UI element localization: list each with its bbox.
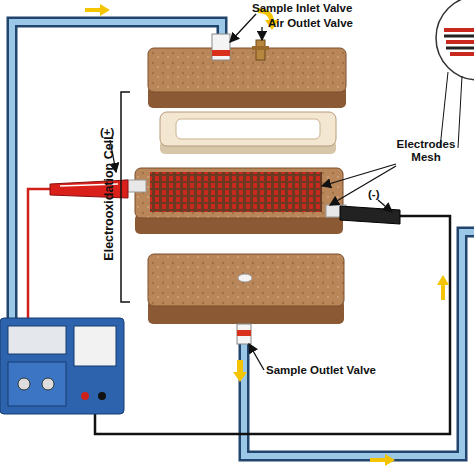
- part-label: Electrodes Mesh: [392, 138, 460, 164]
- assembly-label: Electrooxidation Cell: [103, 134, 116, 264]
- power-panel: [8, 362, 66, 406]
- polarity-label: (-): [368, 188, 392, 201]
- power-supply: [0, 318, 124, 414]
- leader-line: [458, 76, 462, 148]
- valve-label: Sample Outlet Valve: [266, 364, 406, 377]
- valve-label: Sample Inlet Valve: [252, 2, 382, 15]
- leader-line: [378, 200, 392, 212]
- power-knob: [42, 378, 54, 390]
- flow-arrow: [233, 360, 247, 382]
- flow-arrow: [85, 4, 110, 16]
- valve-label: Air Outlet Valve: [268, 17, 378, 30]
- outlet-valve: [237, 324, 251, 344]
- leader-line: [249, 344, 264, 370]
- negative-wire: [95, 216, 450, 434]
- leader-line: [440, 72, 448, 148]
- power-logo-panel: [74, 326, 116, 366]
- outlet-valve-band: [237, 330, 251, 336]
- leader-line: [330, 166, 396, 205]
- outlet-hole: [238, 274, 252, 282]
- zoom-mesh: [444, 30, 474, 54]
- leader-line: [230, 14, 256, 42]
- top-plate: [148, 48, 346, 92]
- flow-arrow: [437, 275, 449, 300]
- electrode-mesh: [150, 172, 322, 212]
- zoom-mesh: [444, 36, 474, 48]
- gasket: [160, 112, 336, 146]
- power-terminal: [98, 392, 106, 400]
- leader-line: [322, 164, 396, 186]
- flow-arrow: [370, 454, 395, 466]
- electrode-plate: [135, 168, 343, 218]
- inlet-valve-band: [212, 50, 230, 56]
- inlet-valve: [212, 34, 230, 60]
- polarity-label: (+): [100, 126, 124, 139]
- air-outlet-valve-nut: [252, 46, 269, 50]
- bracket: [121, 92, 130, 302]
- positive-clip: [50, 180, 128, 198]
- power-knob: [18, 378, 30, 390]
- leader-line: [261, 27, 262, 40]
- power-display: [8, 326, 66, 354]
- power-terminal: [81, 392, 89, 400]
- zoom-circle: [436, 0, 474, 80]
- positive-wire: [28, 189, 50, 325]
- negative-clip: [340, 206, 400, 224]
- gasket-opening: [176, 119, 320, 139]
- bottom-plate: [148, 254, 344, 306]
